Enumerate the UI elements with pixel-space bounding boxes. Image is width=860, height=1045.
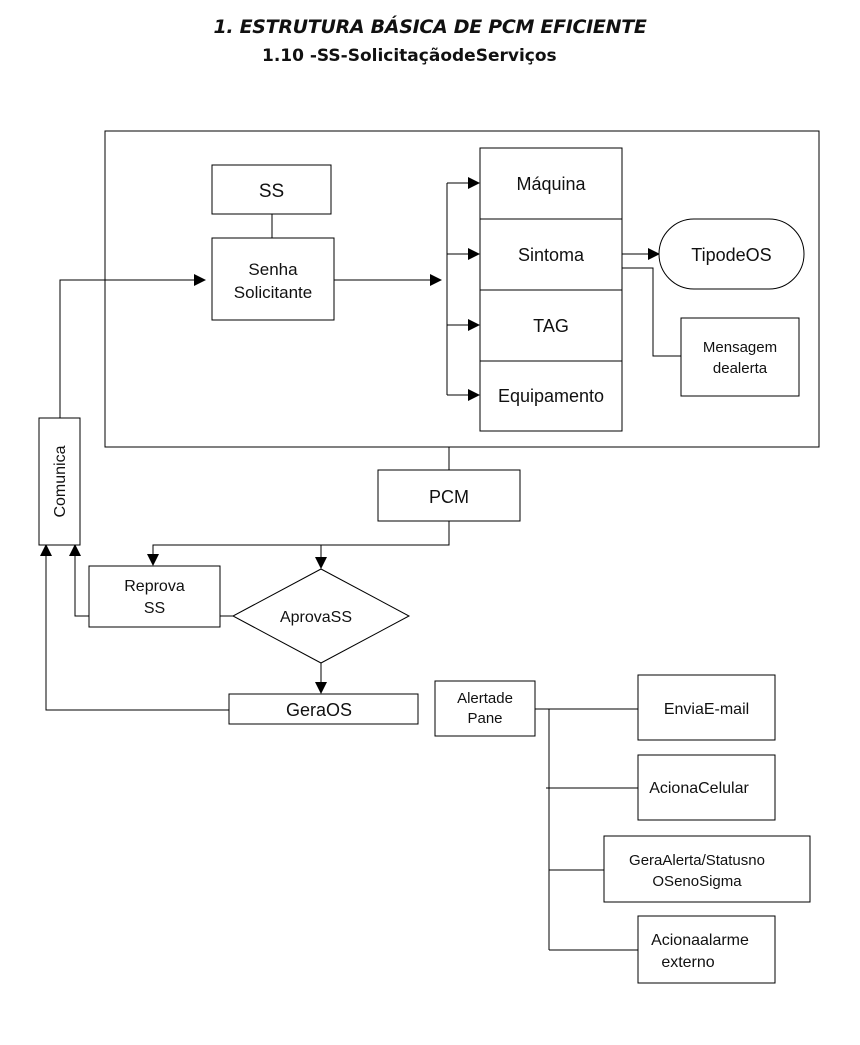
svg-text:SS: SS	[144, 600, 165, 617]
aprova-ss-decision: AprovaSS	[231, 568, 411, 664]
tipo-os-terminal: TipodeOS	[658, 218, 805, 290]
arrow-reprova-to-comunica	[69, 544, 89, 617]
svg-text:AprovaSS: AprovaSS	[280, 609, 352, 626]
arrow-comunica-to-senha	[59, 274, 206, 418]
svg-text:dealerta: dealerta	[713, 360, 768, 377]
arrow-geraos-to-comunica	[40, 544, 229, 711]
svg-text:GeraAlerta/Statusno: GeraAlerta/Statusno	[629, 852, 765, 869]
svg-text:Solicitante: Solicitante	[234, 283, 312, 302]
tag-box: TAG	[479, 289, 623, 362]
equipamento-box: Equipamento	[479, 360, 623, 432]
svg-text:TipodeOS: TipodeOS	[691, 245, 771, 265]
page-subtitle: 1.10 -SS-SolicitaçãodeServiços	[262, 46, 557, 66]
svg-text:PCM: PCM	[429, 487, 469, 507]
alerta-pane-box: Alertade Pane	[434, 680, 536, 737]
svg-text:TAG: TAG	[533, 316, 569, 336]
envia-email-box: EnviaE-mail	[637, 674, 776, 741]
ss-box: SS	[211, 164, 332, 215]
svg-text:externo: externo	[661, 954, 714, 971]
reprova-ss-box: Reprova SS	[88, 565, 221, 628]
connector-to-mensagem	[622, 267, 681, 357]
svg-text:EnviaE-mail: EnviaE-mail	[664, 701, 749, 718]
svg-text:SS: SS	[259, 181, 284, 202]
comunica-box: Comunica	[38, 417, 81, 546]
svg-text:Acionaalarme: Acionaalarme	[651, 932, 749, 949]
gera-alerta-status-box: GeraAlerta/Statusno OSenoSigma	[603, 835, 811, 903]
arrow-pcm-to-reprova	[147, 521, 450, 566]
svg-text:OSenoSigma: OSenoSigma	[652, 873, 742, 890]
svg-text:Reprova: Reprova	[124, 578, 185, 595]
page-title: 1. ESTRUTURA BÁSICA DE PCM EFICIENTE	[213, 16, 647, 38]
svg-text:Máquina: Máquina	[516, 174, 586, 194]
aciona-alarme-box: Acionaalarme externo	[637, 915, 776, 984]
gera-os-box: GeraOS	[228, 693, 419, 725]
svg-text:Equipamento: Equipamento	[498, 386, 604, 406]
sintoma-box: Sintoma	[479, 218, 623, 291]
svg-text:Sintoma: Sintoma	[518, 245, 585, 265]
aciona-celular-box: AcionaCelular	[637, 754, 776, 821]
svg-text:Pane: Pane	[467, 710, 502, 727]
svg-text:Comunica: Comunica	[52, 445, 69, 517]
mensagem-alerta-box: Mensagem dealerta	[680, 317, 800, 397]
maquina-box: Máquina	[479, 147, 623, 220]
svg-text:Mensagem: Mensagem	[703, 339, 777, 356]
pcm-box: PCM	[377, 469, 521, 522]
senha-solicitante-box: Senha Solicitante	[211, 237, 335, 321]
svg-text:AcionaCelular: AcionaCelular	[649, 780, 749, 797]
svg-text:Senha: Senha	[248, 260, 298, 279]
svg-text:Alertade: Alertade	[457, 690, 513, 707]
svg-text:GeraOS: GeraOS	[286, 700, 352, 720]
